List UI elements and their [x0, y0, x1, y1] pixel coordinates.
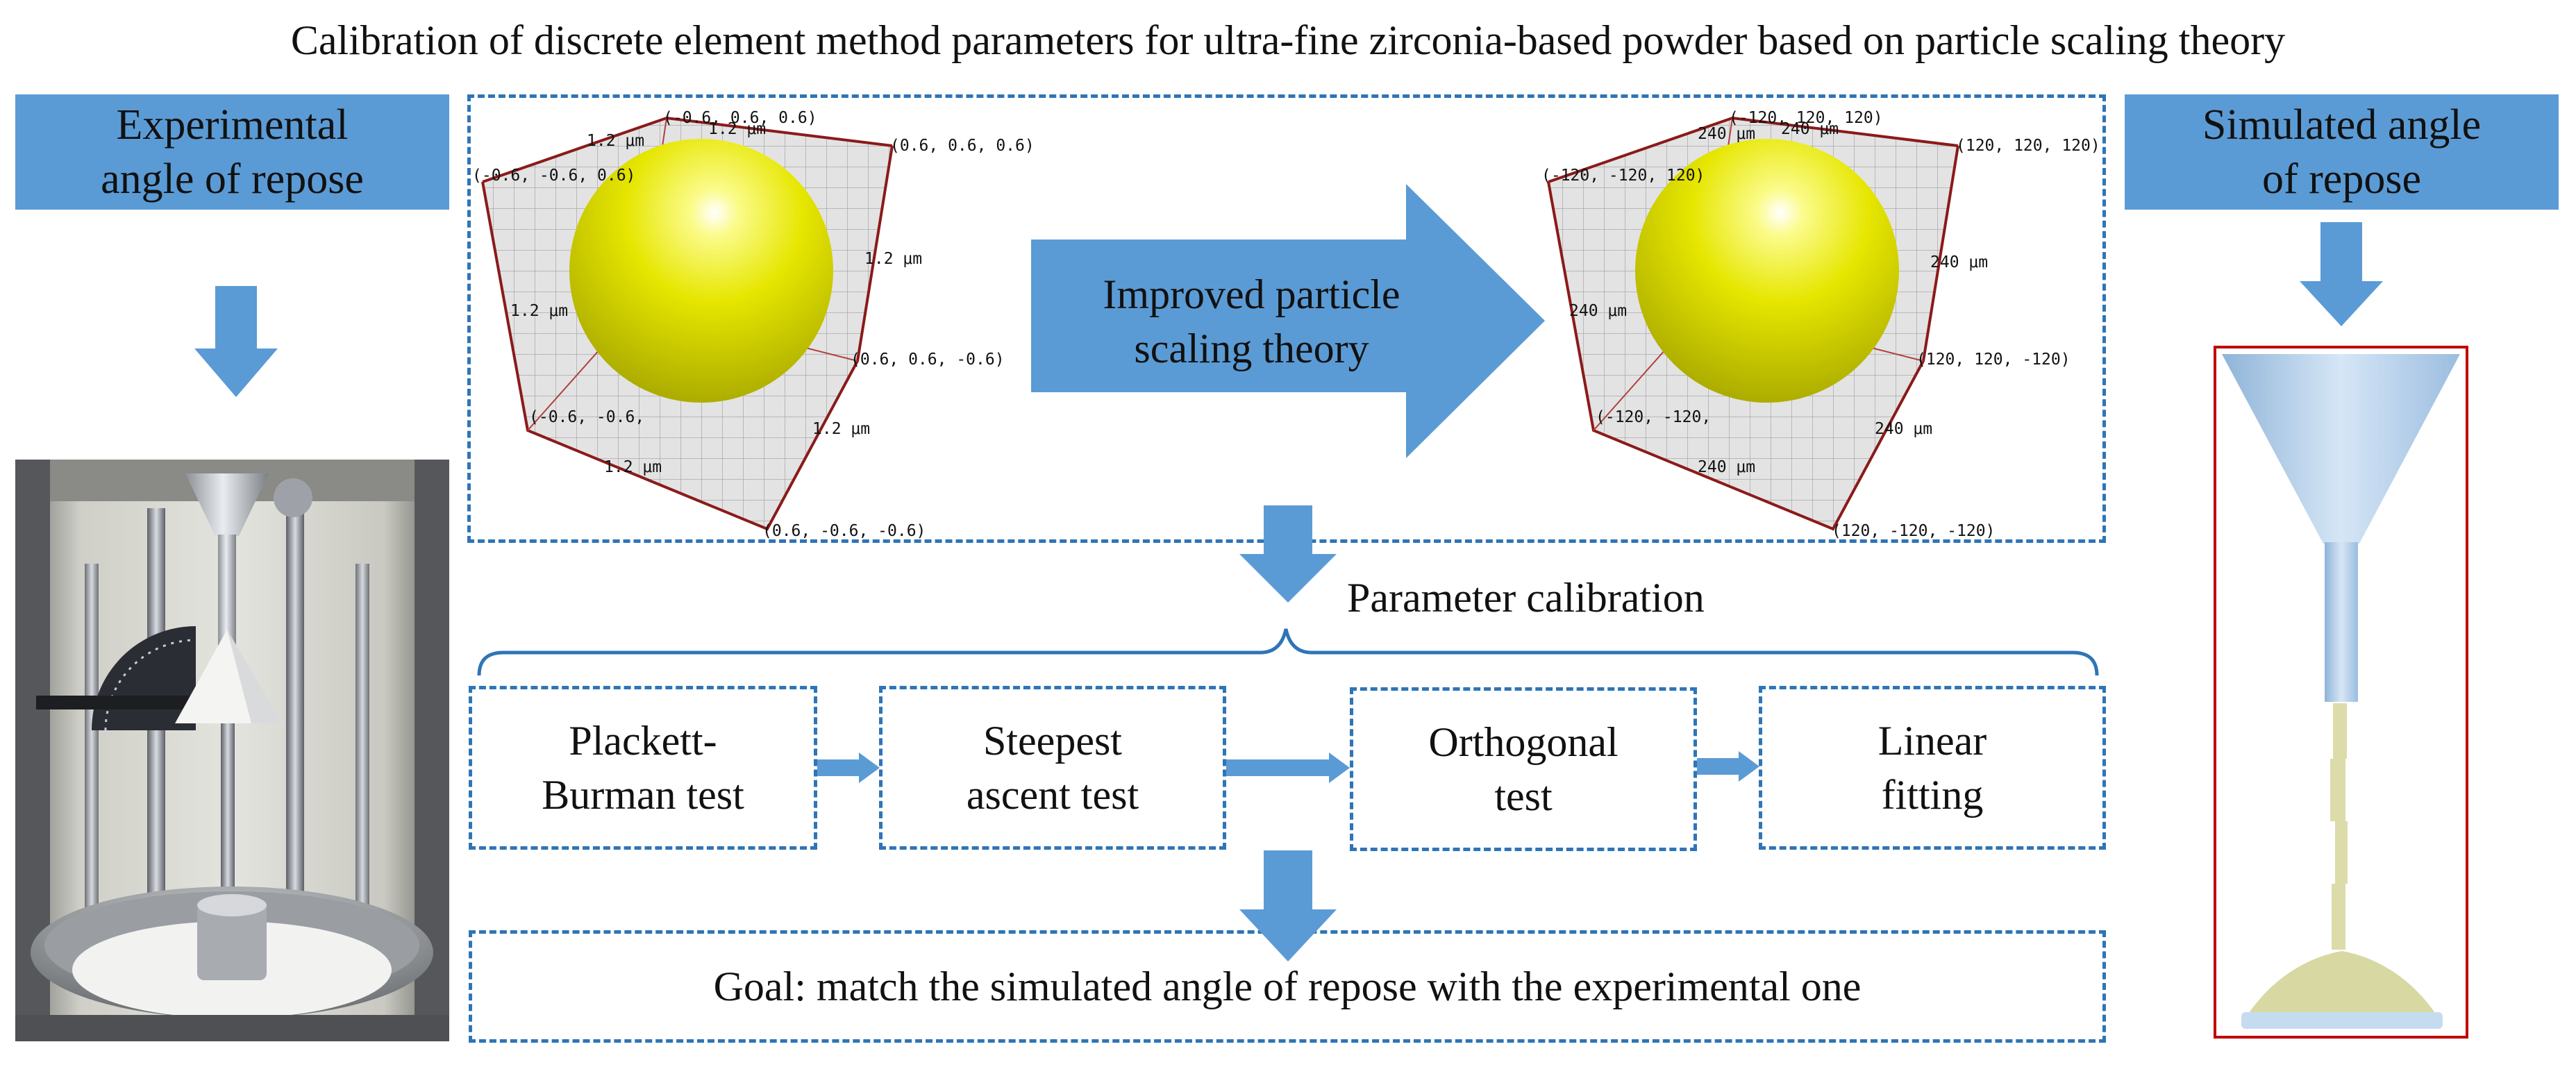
simulated-base	[2241, 1012, 2443, 1029]
simulated-label-line1: Simulated angle	[2202, 101, 2482, 149]
step-steepest-ascent: Steepest ascent test	[879, 686, 1226, 850]
step-label-line1: Orthogonal	[1428, 719, 1619, 765]
step-label-line2: test	[1494, 773, 1553, 819]
coord-label: (-0.6, -0.6,	[529, 408, 644, 426]
particle-sphere-small	[569, 139, 833, 403]
parameter-calibration-label: Parameter calibration	[1347, 575, 1705, 621]
step-label-line1: Plackett-	[569, 718, 717, 764]
dimension-label: 1.2 μm	[587, 132, 644, 150]
step-label-line2: ascent test	[966, 772, 1139, 818]
coord-label: (120, -120, -120)	[1832, 522, 1995, 540]
coord-label: (120, 120, -120)	[1916, 351, 2071, 369]
dimension-label: 1.2 μm	[864, 250, 922, 268]
experimental-label-line1: Experimental	[116, 101, 349, 149]
coord-label: (-120, -120, 120)	[1541, 167, 1705, 185]
step-label-line1: Linear	[1877, 718, 1987, 764]
step-arrow	[1697, 751, 1759, 782]
experimental-apparatus-photo	[15, 460, 449, 1041]
dimension-label: 1.2 μm	[604, 458, 662, 476]
dimension-label: 240 μm	[1930, 253, 1988, 271]
step-orthogonal: Orthogonal test	[1350, 687, 1697, 851]
coord-label: (-120, 120, 120)	[1729, 109, 1883, 127]
dimension-label: 240 μm	[1698, 458, 1755, 476]
experimental-label-line2: angle of repose	[101, 156, 364, 203]
particle-sphere-large	[1635, 139, 1899, 403]
scaling-arrow	[1031, 184, 1545, 458]
step-plackett-burman: Plackett- Burman test	[469, 686, 817, 850]
down-arrow-right	[2300, 222, 2383, 326]
dimension-label: 1.2 μm	[708, 120, 766, 138]
step-linear-fitting: Linear fitting	[1759, 686, 2106, 850]
diagram-title: Calibration of discrete element method p…	[290, 17, 2286, 63]
scaling-arrow-line2: scaling theory	[1134, 326, 1369, 371]
simulated-label-line2: of repose	[2262, 156, 2421, 203]
step-label-line1: Steepest	[983, 718, 1122, 764]
coord-label: (-120, -120,	[1596, 408, 1711, 426]
coord-label: (120, 120, 120)	[1956, 137, 2100, 155]
small-particle-cube: (-0.6, 0.6, 0.6) (-0.6, -0.6, 0.6) (0.6,…	[472, 109, 1035, 540]
scaling-arrow-label: Improved particle scaling theory	[1031, 267, 1472, 376]
dimension-label: 1.2 μm	[510, 302, 568, 320]
scaling-arrow-line1: Improved particle	[1103, 271, 1400, 317]
down-arrow-left	[194, 286, 278, 397]
dimension-label: 240 μm	[1875, 420, 1932, 438]
down-arrow-to-goal	[1239, 850, 1337, 961]
calibration-brace	[477, 628, 2099, 676]
step-label-line2: Burman test	[542, 772, 744, 818]
coord-label: (0.6, 0.6, -0.6)	[851, 351, 1005, 369]
coord-label: (-0.6, 0.6, 0.6)	[663, 109, 817, 127]
coord-label: (0.6, 0.6, 0.6)	[890, 137, 1035, 155]
coord-label: (0.6, -0.6, -0.6)	[762, 522, 926, 540]
simulated-pile	[2245, 951, 2439, 1019]
goal-box: Goal: match the simulated angle of repos…	[469, 930, 2106, 1043]
dimension-label: 240 μm	[1569, 302, 1627, 320]
coord-label: (-0.6, -0.6, 0.6)	[472, 167, 635, 185]
simulated-funnel	[2222, 354, 2460, 544]
down-arrow-to-calibration	[1239, 505, 1337, 603]
simulated-funnel-tube	[2325, 542, 2358, 702]
step-arrow	[817, 753, 880, 783]
dimension-label: 1.2 μm	[812, 420, 870, 438]
dimension-label: 240 μm	[1698, 125, 1755, 143]
dimension-label: 240 μm	[1781, 120, 1839, 138]
simulated-funnel-image	[2214, 346, 2468, 1039]
experimental-label-box: Experimental angle of repose	[15, 94, 449, 210]
large-particle-cube: (-120, 120, 120) (-120, -120, 120) (120,…	[1541, 109, 2100, 540]
falling-particles	[2330, 703, 2348, 950]
simulated-label-box: Simulated angle of repose	[2125, 94, 2559, 210]
step-label-line2: fitting	[1881, 772, 1984, 818]
step-arrow	[1226, 753, 1350, 783]
goal-text: Goal: match the simulated angle of repos…	[713, 964, 1862, 1009]
